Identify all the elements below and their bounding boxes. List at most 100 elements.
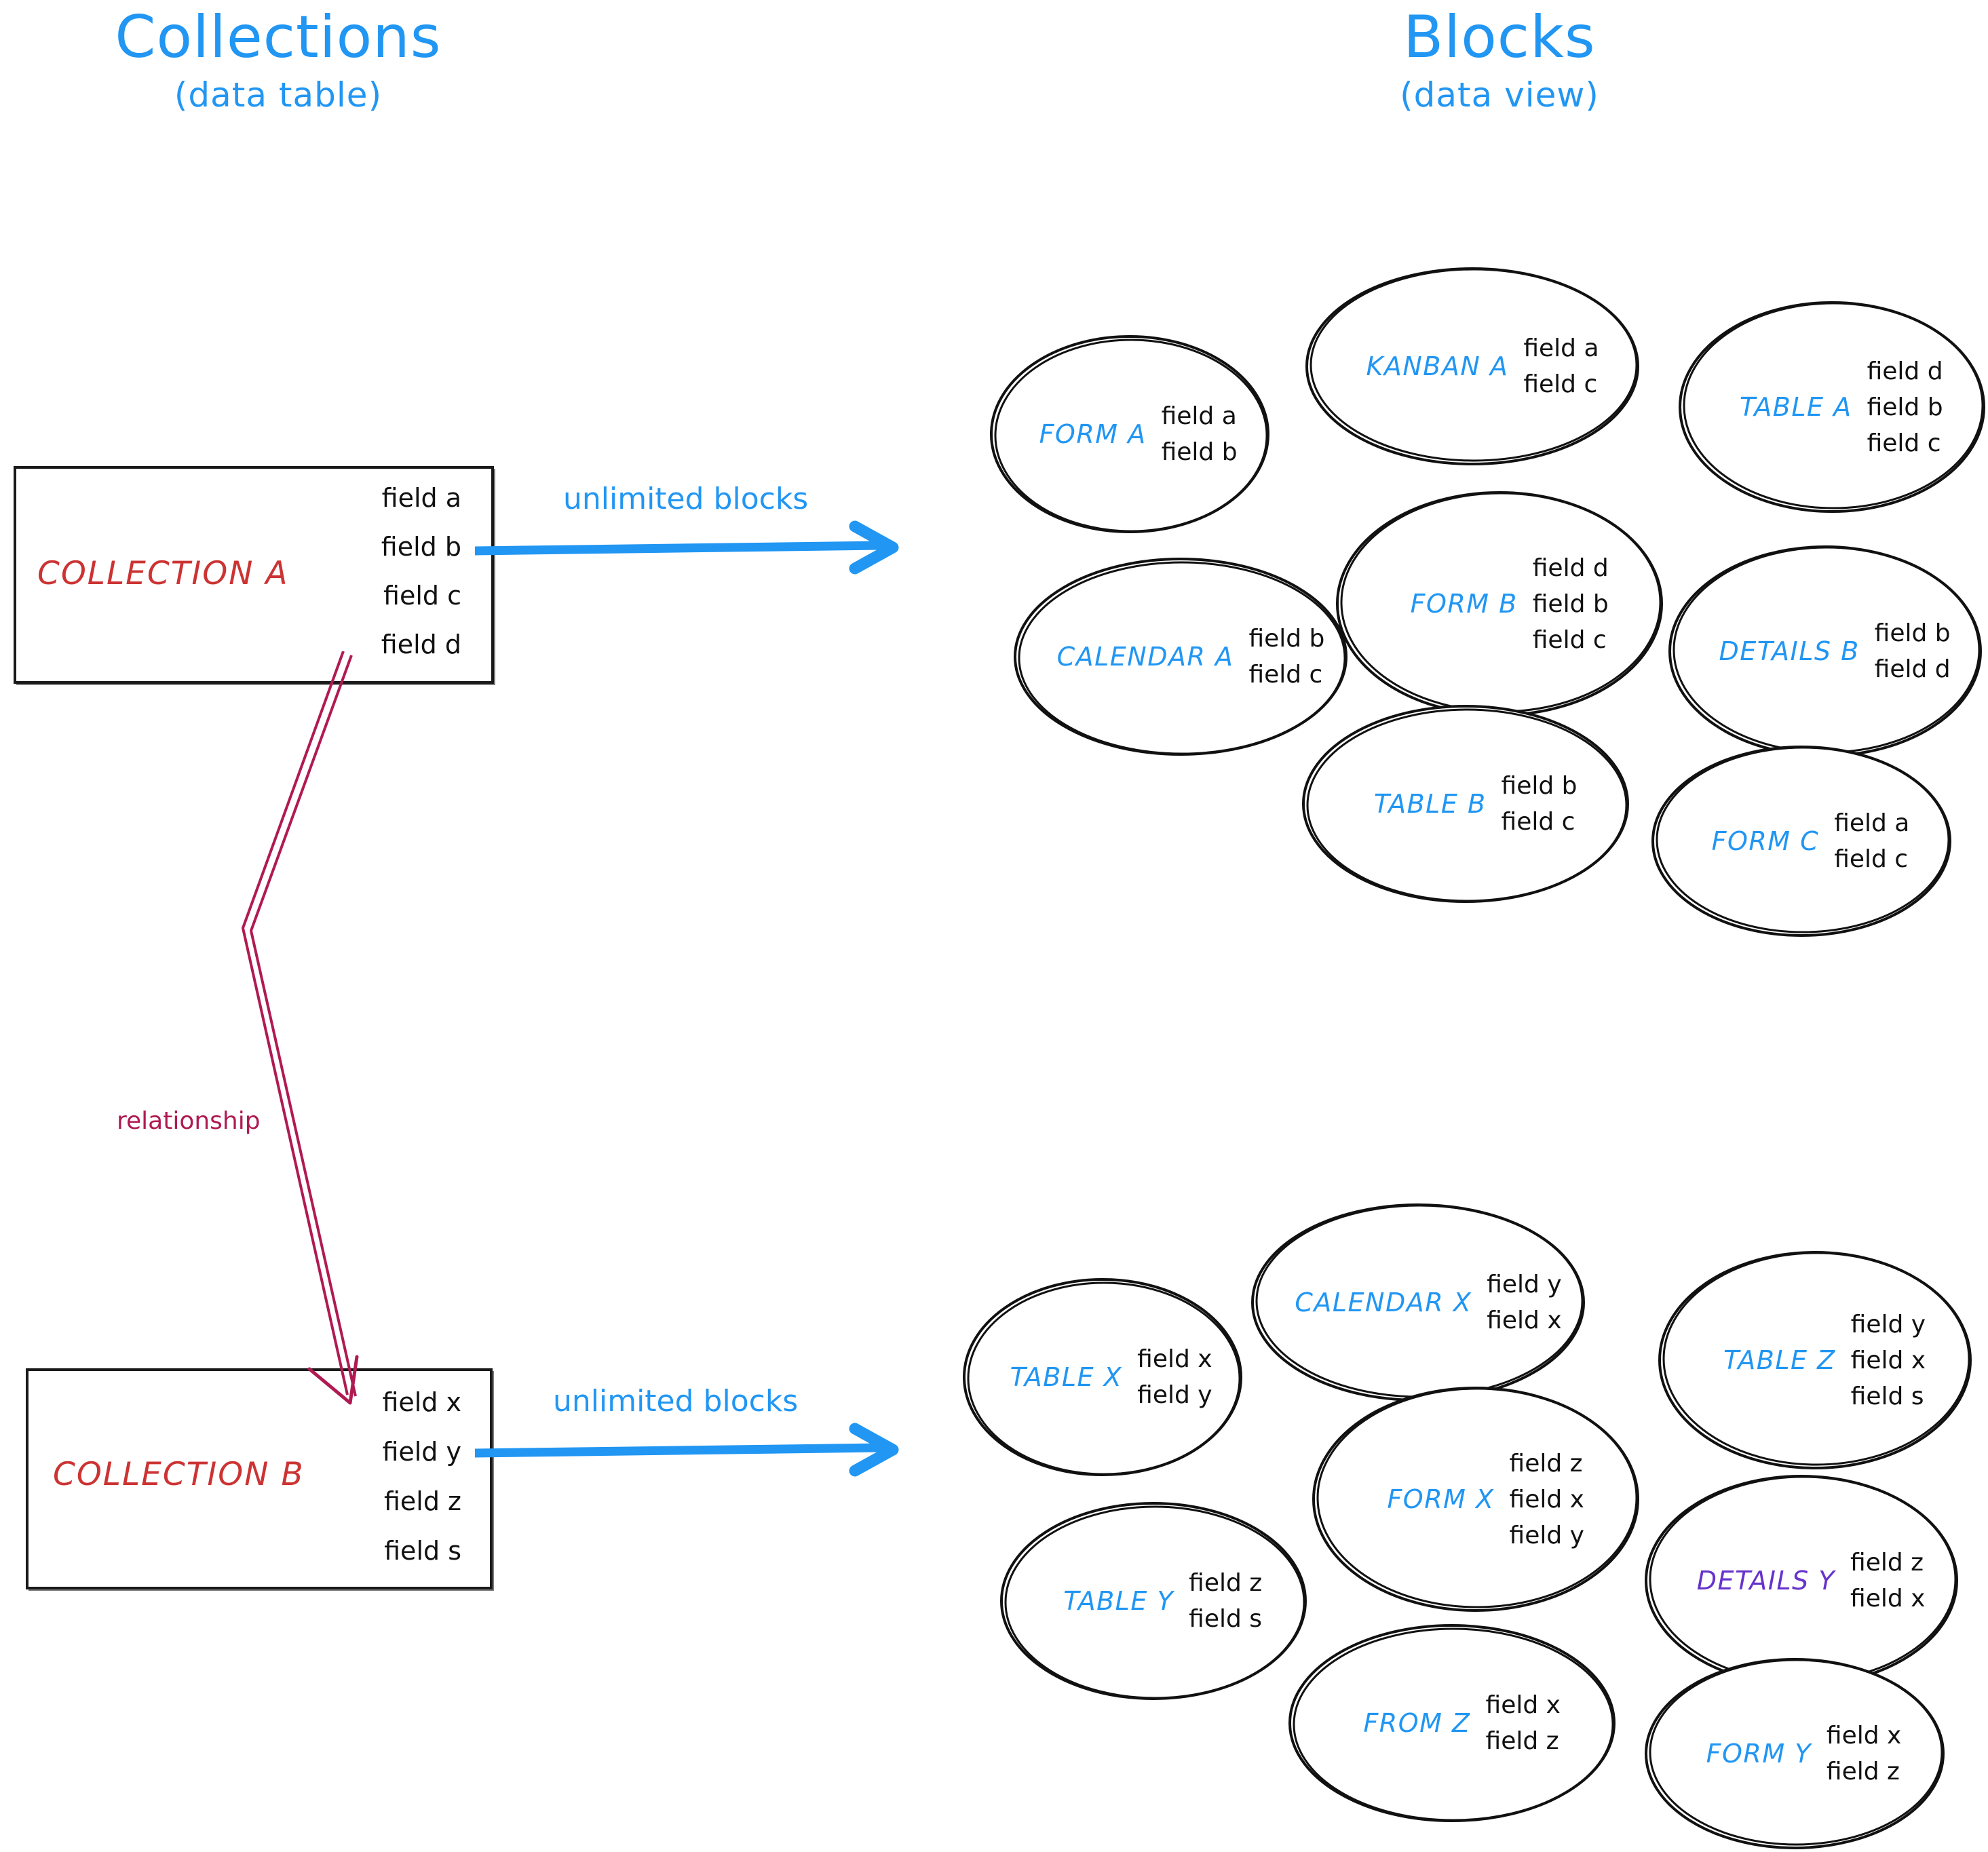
block-label: FORM A	[1039, 419, 1147, 449]
block-label: CALENDAR A	[1056, 642, 1234, 672]
block-field-list: field d field b field c	[1533, 550, 1609, 658]
block-kanban-a[interactable]: KANBAN A field a field c	[1303, 265, 1642, 468]
field-item: field c	[1532, 625, 1607, 654]
block-label: FORM X	[1387, 1484, 1495, 1514]
relationship-label: relationship	[117, 1107, 261, 1135]
collection-a-box[interactable]	[14, 466, 494, 684]
block-table-x[interactable]: TABLE X field x field y	[960, 1275, 1245, 1479]
unlimited-blocks-label-bottom: unlimited blocks	[553, 1384, 799, 1419]
field-item: field a	[1834, 809, 1910, 837]
block-label: TABLE A	[1740, 392, 1852, 422]
field-item: field z	[1509, 1449, 1583, 1478]
collections-title-main: Collections	[115, 3, 442, 71]
block-calendar-x[interactable]: CALENDAR X field y field x	[1248, 1201, 1588, 1404]
block-form-a[interactable]: FORM A field a field b	[987, 332, 1272, 536]
field-item: field c	[1834, 845, 1909, 873]
block-form-y[interactable]: FORM Y field x field z	[1642, 1655, 1947, 1852]
field-item: field z	[1189, 1569, 1263, 1597]
field-item: field z	[1485, 1727, 1559, 1755]
field-item: field x	[1826, 1722, 1902, 1750]
field-item: field b	[1867, 393, 1943, 421]
unlimited-blocks-arrow-bottom	[470, 1418, 923, 1488]
field-item: field c	[1867, 429, 1941, 457]
block-label: CALENDAR X	[1295, 1288, 1472, 1317]
field-item: field b	[1501, 772, 1578, 800]
block-label: TABLE X	[1010, 1362, 1123, 1392]
block-table-a[interactable]: TABLE A field d field b field c	[1676, 298, 1988, 516]
field-item: field c	[1248, 661, 1323, 689]
block-field-list: field z field x field y	[1510, 1446, 1584, 1554]
collection-b-field-list: field x field y field z field s	[0, 1387, 461, 1585]
block-field-list: field a field b	[1162, 398, 1238, 470]
field-item: field s	[384, 1536, 461, 1566]
block-details-y[interactable]: DETAILS Y field z field x	[1642, 1472, 1961, 1689]
block-label: TABLE Y	[1063, 1586, 1174, 1616]
block-form-x[interactable]: FORM X field z field x field y	[1310, 1384, 1642, 1615]
block-calendar-a[interactable]: CALENDAR A field b field c	[1011, 555, 1350, 758]
block-field-list: field d field b field c	[1867, 353, 1943, 461]
block-label: FORM C	[1711, 826, 1820, 856]
field-item: field d	[1874, 655, 1951, 683]
block-field-list: field b field c	[1502, 768, 1578, 840]
field-item: field z	[1826, 1758, 1900, 1786]
page-title-collections: Collections (data table)	[41, 7, 516, 113]
block-label: DETAILS Y	[1696, 1566, 1836, 1596]
field-item: field s	[1850, 1382, 1924, 1410]
relationship-connector	[190, 651, 407, 1427]
block-details-b[interactable]: DETAILS B field b field d	[1666, 543, 1985, 760]
block-table-y[interactable]: TABLE Y field z field s	[997, 1499, 1310, 1703]
field-item: field z	[1850, 1549, 1924, 1577]
field-item: field y	[1850, 1310, 1926, 1338]
field-item: field d	[381, 630, 461, 659]
field-item: field b	[1161, 438, 1238, 466]
field-item: field s	[1189, 1605, 1263, 1633]
field-item: field d	[1532, 554, 1609, 582]
field-item: field d	[1867, 357, 1943, 385]
field-item: field c	[383, 581, 461, 611]
block-field-list: field x field z	[1827, 1718, 1901, 1790]
block-table-z[interactable]: TABLE Z field y field x field s	[1656, 1248, 1974, 1472]
block-form-b[interactable]: FORM B field d field b field c	[1333, 488, 1666, 719]
block-label: FORM Y	[1706, 1739, 1812, 1769]
field-item: field b	[381, 532, 461, 562]
block-field-list: field b field c	[1248, 621, 1324, 693]
field-item: field b	[1248, 625, 1325, 653]
field-item: field x	[1509, 1485, 1584, 1513]
field-item: field b	[1874, 619, 1951, 647]
block-field-list: field y field x	[1487, 1267, 1561, 1338]
blocks-title-main: Blocks	[1403, 3, 1596, 71]
field-item: field x	[1485, 1691, 1561, 1719]
block-field-list: field x field y	[1137, 1341, 1212, 1413]
block-label: FROM Z	[1363, 1708, 1471, 1738]
collection-b-box[interactable]	[26, 1368, 493, 1589]
block-from-z[interactable]: FROM Z field x field z	[1286, 1621, 1618, 1825]
collections-title-sub: (data table)	[174, 75, 383, 115]
collection-a-field-list: field a field b field c field d	[0, 483, 461, 678]
block-field-list: field z field x	[1850, 1545, 1925, 1617]
field-item: field x	[1487, 1307, 1562, 1334]
field-item: field b	[1532, 590, 1609, 618]
field-item: field y	[1509, 1521, 1584, 1549]
block-field-list: field b field d	[1875, 615, 1951, 687]
field-item: field x	[1137, 1345, 1212, 1373]
unlimited-blocks-arrow-top	[470, 516, 923, 586]
block-label: TABLE B	[1373, 789, 1487, 819]
field-item: field a	[1523, 334, 1599, 362]
field-item: field y	[382, 1437, 461, 1467]
field-item: field x	[382, 1387, 461, 1417]
collection-a-name: COLLECTION A	[37, 555, 289, 592]
block-field-list: field a field c	[1523, 330, 1599, 402]
block-field-list: field z field s	[1189, 1565, 1262, 1637]
field-item: field y	[1487, 1271, 1562, 1298]
field-item: field a	[1161, 402, 1237, 430]
block-field-list: field a field c	[1834, 805, 1909, 877]
field-item: field c	[1523, 370, 1598, 398]
field-item: field x	[1850, 1346, 1926, 1374]
field-item: field y	[1137, 1381, 1212, 1409]
field-item: field c	[1501, 808, 1575, 836]
field-item: field a	[381, 483, 461, 513]
block-field-list: field y field x field s	[1851, 1307, 1926, 1414]
block-form-c[interactable]: FORM C field a field c	[1649, 743, 1954, 940]
block-table-b[interactable]: TABLE B field b field c	[1299, 702, 1632, 906]
block-label: DETAILS B	[1719, 636, 1860, 666]
